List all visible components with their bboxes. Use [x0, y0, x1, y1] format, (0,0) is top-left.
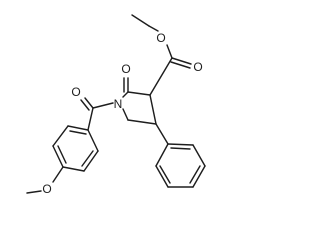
- bond-phenyl-2: [192, 144, 206, 167]
- bond-phenyl-5: [155, 165, 169, 188]
- bond-ester-o-c: [166, 44, 173, 59]
- bond-anisyl-6: [87, 129, 99, 152]
- bond-ethyl-co: [148, 25, 159, 32]
- bond-lines: [26, 14, 206, 194]
- bond-phenyl-3-inner: [189, 165, 201, 184]
- bond-anisyl-5-inner: [81, 150, 94, 167]
- bond-phenyl-link: [155, 123, 169, 145]
- bond-anisyl-5: [83, 150, 99, 172]
- bond-ester-c-o-double-a: [171, 57, 192, 65]
- bond-phenyl-1: [167, 143, 194, 146]
- bond-acyl-to-ring: [87, 107, 94, 131]
- ester-carbonyl-oxygen-label: O: [193, 60, 202, 74]
- bond-anisyl-4: [62, 166, 85, 172]
- bond-phenyl-5-inner: [159, 165, 171, 184]
- bond-acyl-co-a: [84, 97, 94, 109]
- bond-phenyl-6: [155, 143, 169, 167]
- bond-ethyl-cc: [131, 14, 150, 27]
- bond-phenyl-1-inner: [170, 147, 191, 150]
- bond-ring-c3-c2: [127, 91, 151, 96]
- bond-ester-c-o-double-b: [170, 61, 191, 69]
- lactam-carbonyl-oxygen-label: O: [121, 62, 130, 76]
- bond-anisyl-3: [52, 145, 64, 168]
- chemical-structure-diagram: O O O N O O: [26, 14, 206, 196]
- methoxy-oxygen-label: O: [42, 182, 51, 196]
- bond-methoxy-c-o: [52, 166, 64, 183]
- bond-ester-c-ring: [149, 57, 173, 96]
- bond-ring-c2-n: [122, 91, 129, 98]
- bond-anisyl-3-inner: [57, 145, 67, 164]
- bond-anisyl-1: [67, 125, 89, 131]
- atom-labels: O O O N O O: [42, 31, 202, 196]
- bond-n-acyl: [92, 102, 114, 109]
- amide-carbonyl-oxygen-label: O: [71, 85, 80, 99]
- bond-acyl-co-b: [80, 99, 90, 111]
- bond-anisyl-2: [52, 125, 69, 147]
- ester-ether-oxygen-label: O: [156, 31, 165, 45]
- bond-phenyl-3: [192, 165, 206, 188]
- bond-ring-n-c5: [122, 108, 129, 121]
- bond-anisyl-1-inner: [69, 130, 87, 135]
- bond-ring-c4-c3: [149, 94, 157, 125]
- bond-methoxy-o-ch3: [26, 190, 42, 194]
- ring-nitrogen-label: N: [114, 97, 123, 111]
- bond-ring-c5-c4: [127, 119, 157, 125]
